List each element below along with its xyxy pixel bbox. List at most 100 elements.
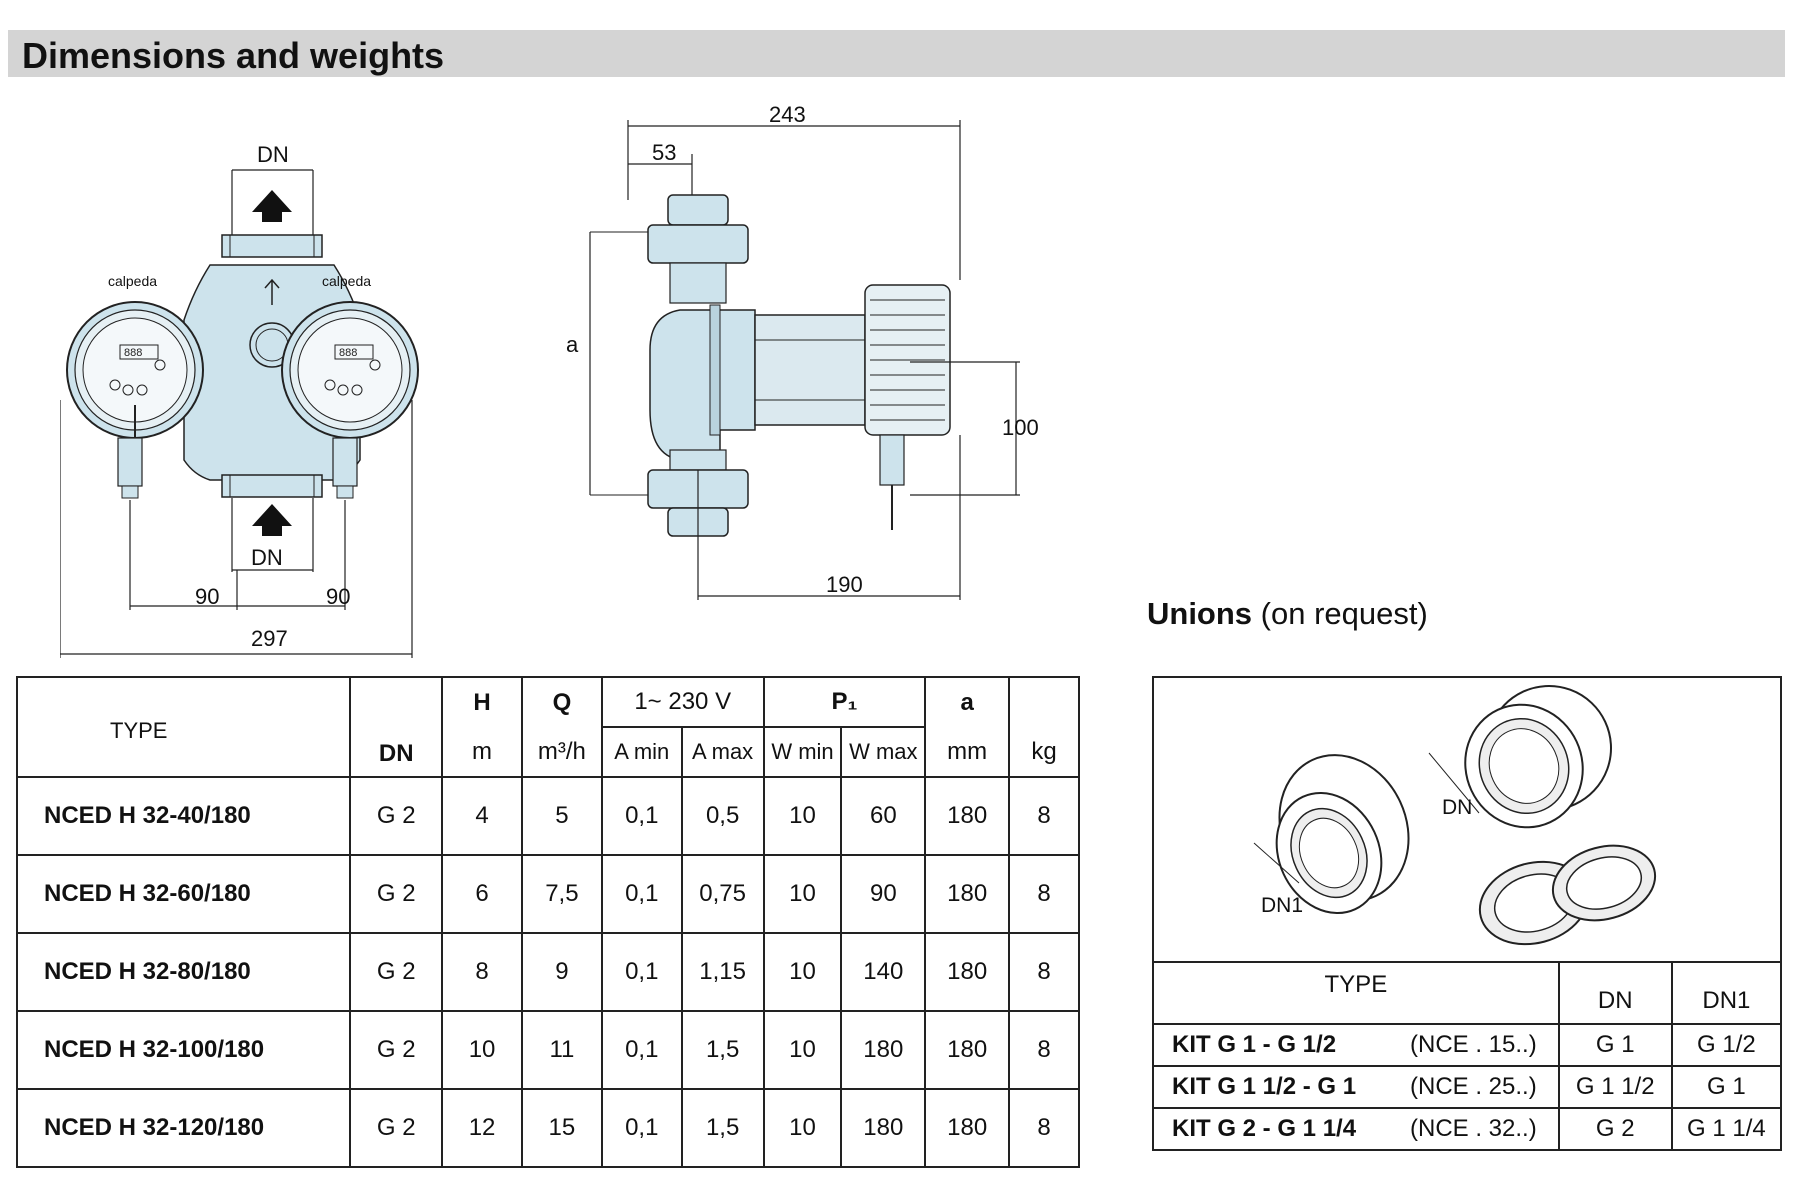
- front-dn-bottom: DN: [251, 545, 283, 570]
- side-dim-overall: 243: [769, 102, 806, 127]
- cell-wmin: 10: [762, 1088, 843, 1168]
- col-dn-header: DN: [349, 676, 444, 778]
- cell-a: 180: [924, 776, 1011, 856]
- col-amax-header: A max: [680, 726, 765, 778]
- col-h-header: H: [441, 676, 523, 727]
- cell-wmax: 140: [840, 932, 927, 1012]
- unions-kit-cell: KIT G 2 - G 1 1/4(NCE . 32..): [1152, 1107, 1560, 1151]
- cell-wmax: 60: [840, 776, 927, 856]
- cell-h: 10: [441, 1010, 523, 1090]
- col-type-header: TYPE: [15, 676, 352, 778]
- cell-type: NCED H 32-120/180: [15, 1088, 352, 1168]
- cell-a: 180: [924, 932, 1011, 1012]
- col-p1-header: P₁: [762, 676, 927, 727]
- col-h-unit: m: [441, 727, 523, 778]
- section-banner: Dimensions and weights: [8, 30, 1785, 77]
- front-view-drawing: 888 calpeda 888 calpeda: [60, 169, 419, 658]
- page-title: Dimensions and weights: [22, 35, 445, 76]
- unions-dn1-label: DN1: [1261, 894, 1304, 917]
- cell-wmax: 180: [840, 1088, 927, 1168]
- unions-illustration-box: DN DN1: [1152, 676, 1782, 961]
- cell-q: 11: [520, 1010, 603, 1090]
- unions-dn-label: DN: [1442, 796, 1473, 819]
- cell-amax: 0,75: [680, 854, 765, 934]
- unions-cell-dn1: G 1/2: [1670, 1023, 1783, 1067]
- cell-dn: G 2: [349, 932, 444, 1012]
- col-voltage-header: 1~ 230 V: [600, 676, 765, 727]
- cell-q: 7,5: [520, 854, 603, 934]
- side-dim-body: 190: [826, 572, 863, 597]
- unions-dn-header: DN: [1557, 961, 1673, 1025]
- col-q-header: Q: [520, 676, 603, 727]
- cell-kg: 8: [1008, 854, 1080, 934]
- unions-type-header: TYPE: [1152, 961, 1560, 1025]
- svg-text:888: 888: [124, 347, 142, 359]
- unions-kit-cell: KIT G 1 - G 1/2(NCE . 15..): [1152, 1023, 1560, 1067]
- unions-illustration: [1253, 685, 1657, 946]
- cell-amin: 0,1: [600, 932, 683, 1012]
- cell-amax: 0,5: [680, 776, 765, 856]
- cell-q: 15: [520, 1088, 603, 1168]
- cell-type: NCED H 32-100/180: [15, 1010, 352, 1090]
- svg-text:888: 888: [339, 347, 357, 359]
- cell-h: 12: [441, 1088, 523, 1168]
- cell-wmin: 10: [762, 1010, 843, 1090]
- cell-dn: G 2: [349, 1088, 444, 1168]
- unions-kit-cell: KIT G 1 1/2 - G 1 (NCE . 25..): [1152, 1065, 1560, 1109]
- col-a-header: a: [924, 676, 1011, 727]
- cell-type: NCED H 32-60/180: [15, 854, 352, 934]
- col-wmin-header: W min: [762, 726, 843, 778]
- brand-right: calpeda: [322, 273, 371, 289]
- side-dim-a: a: [566, 332, 579, 357]
- brand-left: calpeda: [108, 273, 157, 289]
- unions-cell-dn: G 1 1/2: [1557, 1065, 1673, 1109]
- cell-dn: G 2: [349, 854, 444, 934]
- cell-a: 180: [924, 1088, 1011, 1168]
- kit-name: KIT G 1 - G 1/2: [1172, 1031, 1337, 1058]
- cell-type: NCED H 32-80/180: [15, 932, 352, 1012]
- unions-cell-dn1: G 1: [1670, 1065, 1783, 1109]
- cell-amax: 1,5: [680, 1088, 765, 1168]
- front-dim-right: 90: [326, 584, 351, 609]
- spec-table: TYPE DN H Q 1~ 230 V P₁ a m m³/h A min A…: [15, 676, 1080, 1168]
- right-motor-head: 888: [281, 301, 419, 499]
- unions-table: TYPE DN DN1 KIT G 1 - G 1/2(NCE . 15..)G…: [1152, 961, 1783, 1151]
- side-dim-inlet: 53: [652, 140, 677, 165]
- kit-series: (NCE . 25..): [1410, 1073, 1537, 1100]
- col-kg-blank: [1008, 676, 1080, 727]
- cell-h: 6: [441, 854, 523, 934]
- cell-amin: 0,1: [600, 776, 683, 856]
- front-dn-top: DN: [257, 142, 289, 167]
- left-motor-head: 888: [66, 301, 204, 499]
- front-dim-left: 90: [195, 584, 220, 609]
- cell-h: 8: [441, 932, 523, 1012]
- cell-wmin: 10: [762, 776, 843, 856]
- col-amin-header: A min: [600, 726, 683, 778]
- col-kg-header: kg: [1008, 727, 1080, 778]
- cell-kg: 8: [1008, 1010, 1080, 1090]
- cell-wmin: 10: [762, 932, 843, 1012]
- cell-wmax: 90: [840, 854, 927, 934]
- cell-q: 9: [520, 932, 603, 1012]
- cell-type: NCED H 32-40/180: [15, 776, 352, 856]
- cell-wmax: 180: [840, 1010, 927, 1090]
- col-a-unit: mm: [924, 727, 1011, 778]
- unions-cell-dn1: G 1 1/4: [1670, 1107, 1783, 1151]
- cell-dn: G 2: [349, 776, 444, 856]
- front-dim-total: 297: [251, 626, 288, 651]
- cell-amax: 1,15: [680, 932, 765, 1012]
- cell-amax: 1,5: [680, 1010, 765, 1090]
- cell-kg: 8: [1008, 1088, 1080, 1168]
- cell-dn: G 2: [349, 1010, 444, 1090]
- cell-h: 4: [441, 776, 523, 856]
- unions-heading: Unions (on request): [1147, 596, 1428, 631]
- kit-name: KIT G 1 1/2 - G 1: [1172, 1073, 1357, 1100]
